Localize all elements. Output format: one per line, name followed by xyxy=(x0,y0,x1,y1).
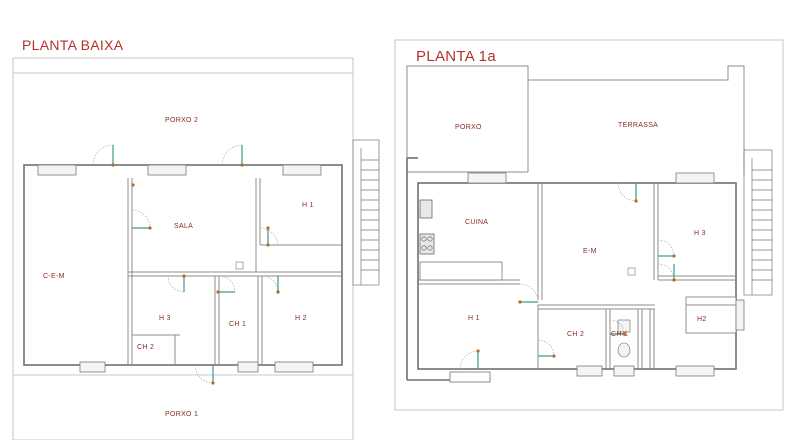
window xyxy=(37,164,77,176)
kitchen-counter xyxy=(419,261,503,281)
terrace-outline xyxy=(406,65,745,175)
first-floor-title: PLANTA 1a xyxy=(416,48,496,65)
room-label-h2: H 2 xyxy=(295,315,307,322)
room-label-ch2: CH 2 xyxy=(567,331,584,338)
window xyxy=(147,164,187,176)
room-label-cuina: CUINA xyxy=(465,219,488,226)
room-label-terrassa: TERRASSA xyxy=(618,122,658,129)
room-label-h2: H2 xyxy=(697,316,707,323)
bed xyxy=(685,296,737,334)
ground-floor-title: PLANTA BAIXA xyxy=(22,37,124,53)
window xyxy=(576,365,603,377)
room-label-ch2: CH 2 xyxy=(137,344,154,351)
room-label-h3: H 3 xyxy=(159,315,171,322)
window xyxy=(613,365,635,377)
washbasin xyxy=(617,319,631,333)
room-label-h1: H 1 xyxy=(302,202,314,209)
ground-exterior-stairs xyxy=(352,139,380,286)
toilet xyxy=(617,342,631,358)
window xyxy=(735,299,745,331)
room-label-h3: H 3 xyxy=(694,230,706,237)
ground-floor-plan: PORXO 2 SALA H 1 C-E-M H 3 CH 1 H 2 CH 2… xyxy=(12,57,380,440)
first-floor-plan: PORXO TERRASSA CUINA E-M H 3 H 1 CH 2 CH… xyxy=(394,39,784,411)
room-label-e-m: E-M xyxy=(583,248,597,255)
cooktop xyxy=(419,233,435,255)
sink xyxy=(419,199,433,219)
window xyxy=(237,361,259,373)
room-label-porxo-1: PORXO 1 xyxy=(165,411,198,418)
room-label-ch1: CH 1 xyxy=(229,321,246,328)
window xyxy=(274,361,314,373)
ground-house-outline xyxy=(23,164,343,366)
room-label-porxo: PORXO xyxy=(455,124,482,131)
room-label-sala: SALA xyxy=(174,223,193,230)
window xyxy=(467,172,507,184)
room-label-c-e-m: C-E-M xyxy=(43,273,65,280)
window xyxy=(675,365,715,377)
room-label-h1: H 1 xyxy=(468,315,480,322)
column xyxy=(235,261,244,270)
room-label-porxo-2: PORXO 2 xyxy=(165,117,198,124)
ground-site-frame xyxy=(12,57,354,440)
window xyxy=(675,172,715,184)
first-site-frame xyxy=(394,39,784,411)
column xyxy=(627,267,636,276)
window xyxy=(282,164,322,176)
room-label-ch1: CH 1 xyxy=(611,331,628,338)
window xyxy=(79,361,106,373)
entrance-step xyxy=(449,371,491,383)
first-exterior-stairs xyxy=(743,149,773,296)
